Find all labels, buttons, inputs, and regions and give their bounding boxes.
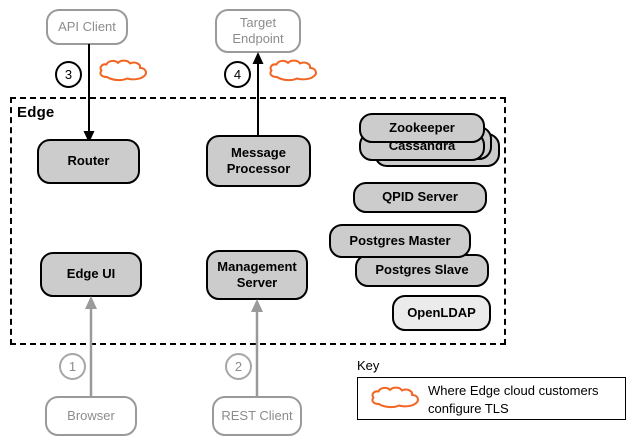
cloud-icon-step-4 [269,59,317,82]
node-message-processor[interactable]: Message Processor [206,135,311,187]
node-rest-client[interactable]: REST Client [212,396,302,436]
node-target-endpoint-label-line1: Target [239,14,277,30]
node-postgres-master[interactable]: Postgres Master [329,224,471,258]
node-edge-ui[interactable]: Edge UI [40,252,142,297]
step-badge-4: 4 [224,61,251,88]
cloud-icon-legend [371,386,419,409]
node-management-server-label-line2: Server [236,275,278,290]
key-entry-text-line1: Where Edge cloud customers [428,383,599,398]
node-management-server[interactable]: Management Server [206,250,308,300]
key-entry-text-line2: configure TLS [428,400,509,416]
key-entry-text: Where Edge cloud customers configure TLS [428,382,620,417]
node-zookeeper[interactable]: Zookeeper [359,113,485,143]
stack-postgres: Postgres Slave Postgres Master [329,224,489,288]
step-badge-2-number: 2 [234,359,243,374]
node-postgres-slave-label: Postgres Slave [375,262,469,278]
node-rest-client-label: REST Client [221,407,293,423]
step-badge-2: 2 [225,353,252,380]
node-api-client-label: API Client [58,18,116,34]
node-edge-ui-label: Edge UI [66,266,116,282]
key-title: Key [357,358,380,373]
node-management-server-label-line1: Management [217,258,297,274]
node-browser-label: Browser [67,407,115,423]
cloud-icon-step-3 [99,59,147,82]
step-badge-3: 3 [55,61,82,88]
node-message-processor-label-line1: Message [231,144,286,160]
node-zookeeper-label: Zookeeper [389,119,455,135]
key-box [357,377,626,420]
edge-boundary-label: Edge [17,104,55,121]
node-postgres-master-label: Postgres Master [349,232,451,248]
node-router[interactable]: Router [37,139,140,184]
node-openldap[interactable]: OpenLDAP [392,295,491,331]
step-badge-1: 1 [59,353,86,380]
node-qpid-server-label: QPID Server [382,189,458,205]
node-api-client[interactable]: API Client [46,9,128,45]
node-postgres-slave[interactable]: Postgres Slave [355,254,489,287]
node-browser[interactable]: Browser [45,396,137,436]
step-badge-1-number: 1 [68,359,77,374]
connector-step-2 [251,299,263,398]
connector-step-4 [252,52,264,144]
node-openldap-label: OpenLDAP [407,304,476,320]
stack-zookeeper-cassandra: Cassandra Zookeeper [352,113,500,173]
step-badge-3-number: 3 [64,67,73,82]
node-target-endpoint[interactable]: Target Endpoint [215,9,301,53]
node-qpid-server[interactable]: QPID Server [353,182,487,213]
node-target-endpoint-label-line2: Endpoint [232,31,284,46]
node-router-label: Router [67,153,110,169]
step-badge-4-number: 4 [233,67,242,82]
node-message-processor-label-line2: Processor [226,161,291,176]
connector-step-1 [85,296,97,398]
connector-step-3 [83,44,95,143]
